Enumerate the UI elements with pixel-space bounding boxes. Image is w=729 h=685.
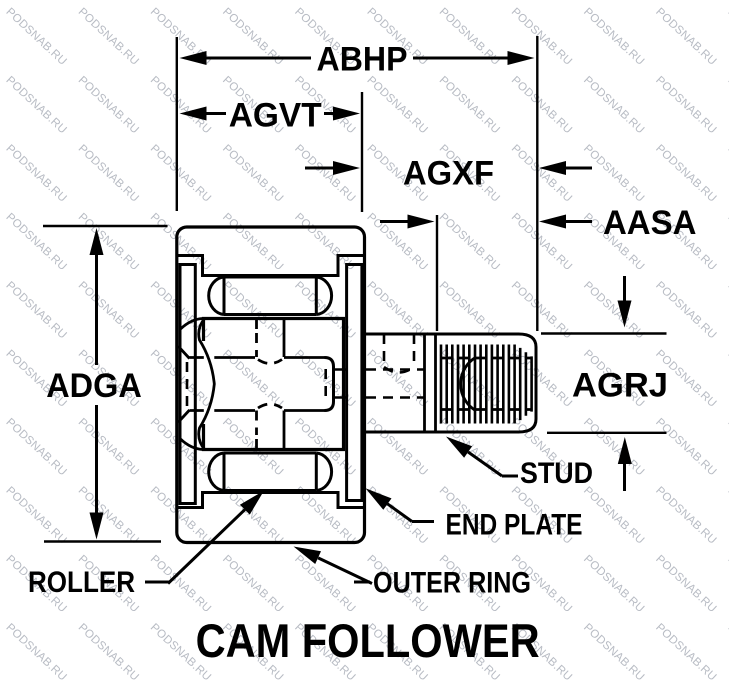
svg-text:ADGA: ADGA	[46, 367, 142, 405]
svg-text:CAM FOLLOWER: CAM FOLLOWER	[196, 614, 540, 667]
svg-text:ROLLER: ROLLER	[28, 566, 135, 599]
svg-text:END PLATE: END PLATE	[446, 509, 583, 542]
svg-text:OUTER RING: OUTER RING	[373, 567, 531, 600]
svg-text:AGXF: AGXF	[403, 155, 494, 193]
svg-text:AGVT: AGVT	[229, 97, 322, 135]
svg-text:AASA: AASA	[603, 204, 697, 242]
svg-text:STUD: STUD	[520, 457, 593, 490]
svg-text:AGRJ: AGRJ	[572, 367, 668, 405]
svg-text:ABHP: ABHP	[317, 41, 408, 79]
